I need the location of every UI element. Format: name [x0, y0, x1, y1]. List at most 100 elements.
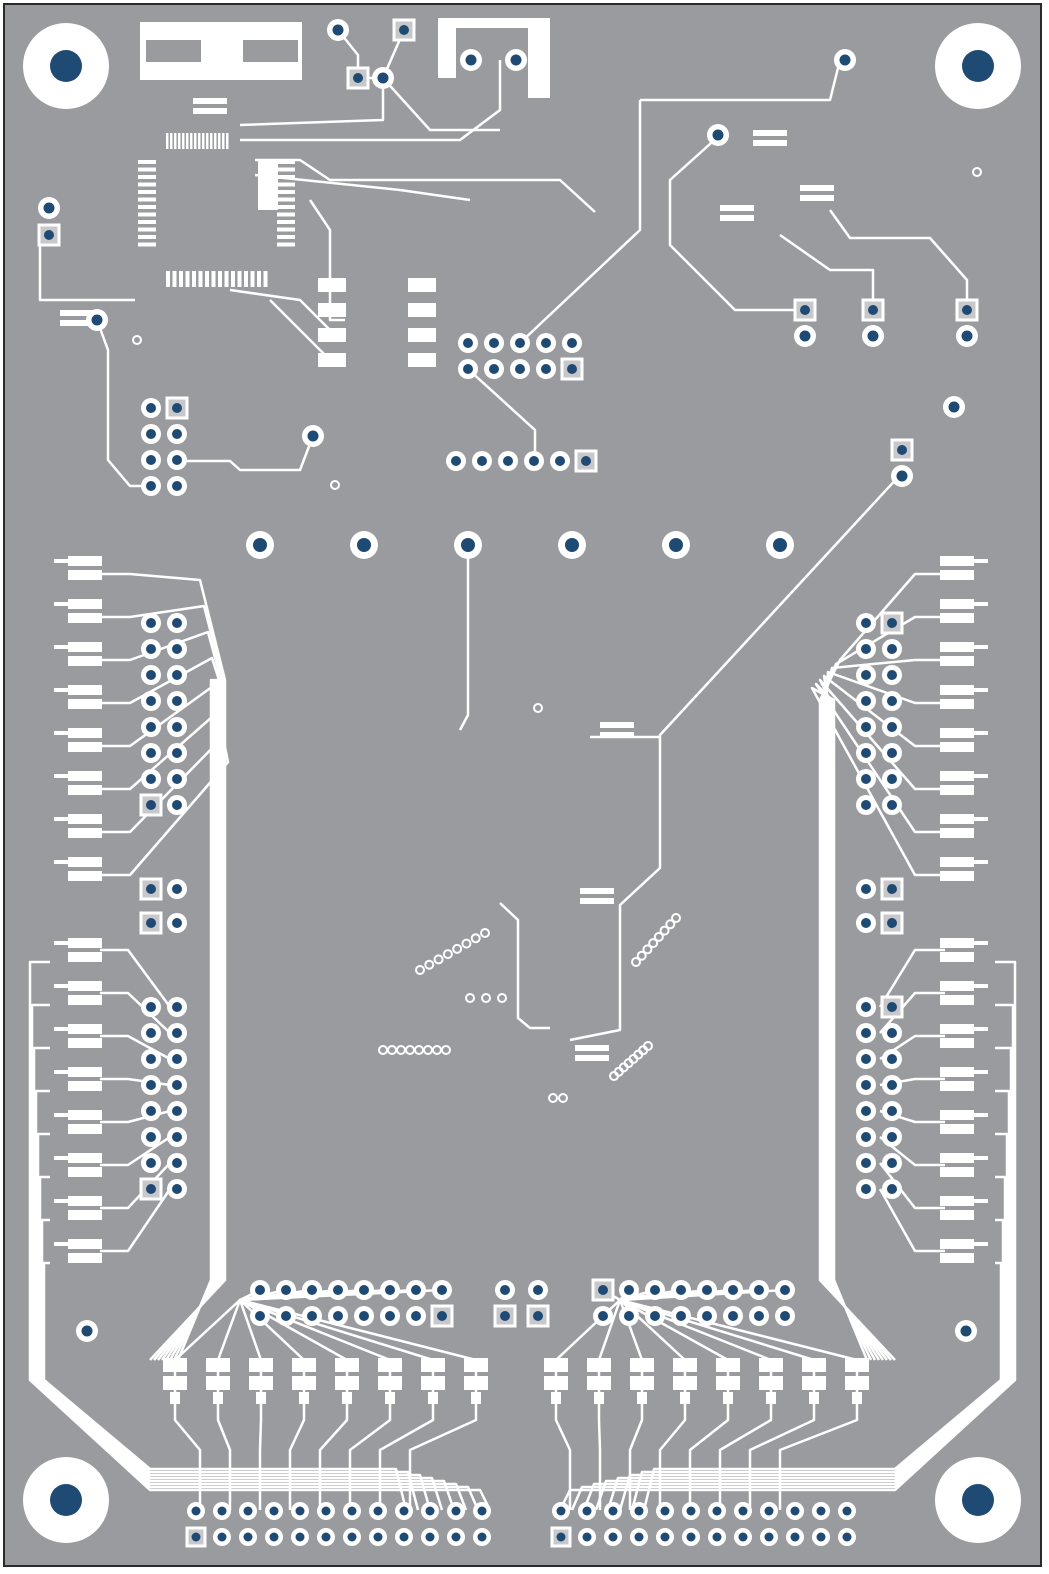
smd-pad: [716, 1358, 740, 1372]
smd-pad: [206, 133, 209, 149]
smd-pad: [335, 1376, 359, 1390]
smd-pad: [940, 1196, 974, 1206]
drill-hole: [887, 1158, 897, 1168]
drill-hole: [217, 1532, 227, 1542]
smd-pad: [202, 133, 205, 149]
drill-hole: [451, 1506, 461, 1516]
drill-hole: [347, 1532, 357, 1542]
drill-hole: [660, 1506, 670, 1516]
smd-pad: [318, 328, 346, 342]
drill-hole: [861, 1158, 871, 1168]
smd-pad: [974, 941, 988, 945]
drill-hole: [437, 1311, 447, 1321]
drill-hole: [255, 1311, 265, 1321]
drill-hole: [861, 1080, 871, 1090]
drill-hole: [702, 1311, 712, 1321]
trace: [594, 1089, 1011, 1511]
mounting-hole-drill: [50, 50, 82, 82]
smd-pad: [940, 771, 974, 781]
smd-pad: [68, 1081, 102, 1091]
smd-pad: [263, 271, 268, 287]
smd-pad: [292, 1358, 316, 1372]
trace: [519, 100, 642, 344]
drill-hole: [146, 403, 156, 413]
smd-pad: [68, 857, 102, 867]
trace: [38, 235, 135, 302]
via: [533, 703, 543, 713]
drill-hole: [887, 774, 897, 784]
smd-pad: [277, 205, 295, 209]
drill-hole: [172, 403, 182, 413]
smd-pad: [60, 320, 94, 326]
drill-hole: [816, 1532, 826, 1542]
drill-hole: [146, 1002, 156, 1012]
drill-hole: [146, 1028, 156, 1038]
smd-pad: [68, 1124, 102, 1134]
trace: [810, 686, 945, 1361]
smd-pad: [766, 1392, 776, 1404]
drill-hole: [425, 1506, 435, 1516]
smd-pad: [68, 728, 102, 738]
trace: [100, 678, 230, 1361]
trace: [879, 991, 945, 1034]
drill-hole: [146, 1184, 156, 1194]
trace: [34, 1089, 456, 1511]
smd-pad: [974, 688, 988, 692]
smd-pad: [408, 303, 436, 317]
smd-pad: [198, 271, 203, 287]
drill-hole: [608, 1506, 618, 1516]
drill-hole: [676, 1311, 686, 1321]
drill-hole: [887, 1132, 897, 1142]
smd-pad: [800, 185, 834, 191]
smd-pad: [214, 133, 217, 149]
drill-hole: [842, 1506, 852, 1516]
smd-pad: [206, 1358, 230, 1372]
drill-hole: [861, 884, 871, 894]
drill-hole: [146, 884, 156, 894]
smd-pad: [218, 271, 222, 287]
smd-pad: [185, 271, 190, 287]
smd-pad: [802, 1358, 826, 1372]
via: [465, 993, 475, 1003]
drill-hole: [269, 1506, 279, 1516]
drill-hole: [764, 1532, 774, 1542]
drill-hole: [567, 364, 577, 374]
smd-pad: [250, 271, 255, 287]
smd-pad: [940, 613, 974, 623]
trace: [100, 991, 171, 1034]
drill-hole: [172, 800, 182, 810]
via: [659, 925, 670, 936]
drill-hole: [172, 774, 182, 784]
drill-hole: [172, 748, 182, 758]
drill-hole: [624, 1285, 634, 1295]
drill-hole: [500, 1285, 510, 1295]
smd-pad: [974, 774, 988, 778]
drill-hole: [728, 1285, 738, 1295]
smd-pad: [940, 699, 974, 709]
smd-pad: [172, 271, 177, 287]
drill-hole: [172, 696, 182, 706]
smd-pad: [179, 271, 183, 287]
drill-hole: [146, 1054, 156, 1064]
drill-hole: [887, 1002, 897, 1012]
smd-pad: [940, 871, 974, 881]
smd-pad: [594, 1392, 604, 1404]
smd-pad: [940, 1124, 974, 1134]
usb-connector-footprint: [140, 22, 302, 80]
drill-hole: [359, 1311, 369, 1321]
drill-hole: [634, 1506, 644, 1516]
via: [461, 938, 472, 949]
smd-pad: [292, 1376, 316, 1390]
smd-pad: [974, 1113, 988, 1117]
via: [631, 957, 641, 967]
smd-pad: [974, 731, 988, 735]
drill-hole: [411, 1311, 421, 1321]
smd-pad: [138, 227, 156, 232]
smd-pad: [471, 1392, 481, 1404]
drill-hole: [463, 338, 473, 348]
smd-pad: [940, 685, 974, 695]
smd-pad: [940, 656, 974, 666]
drill-hole: [172, 1132, 182, 1142]
smd-pad: [249, 1358, 273, 1372]
